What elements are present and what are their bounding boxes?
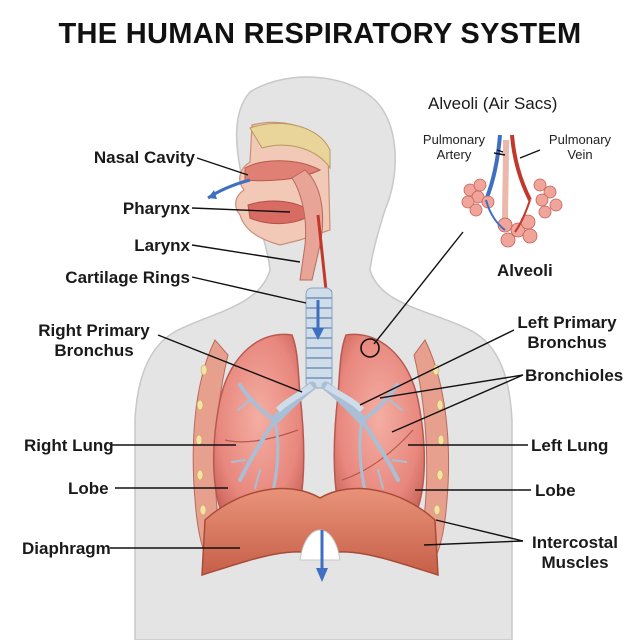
label-lobe-left-side: Lobe — [68, 479, 109, 498]
label-left-primary-bronchus-line1: Left Primary — [517, 313, 617, 332]
label-left-primary-bronchus: Left Primary Bronchus — [512, 313, 622, 353]
label-right-primary-bronchus-line2: Bronchus — [54, 341, 134, 360]
leader-lines — [110, 149, 541, 549]
label-right-primary-bronchus: Right Primary Bronchus — [24, 321, 164, 361]
bronchi-right-trunk — [275, 383, 314, 413]
label-nasal-cavity: Nasal Cavity — [93, 148, 195, 167]
label-right-primary-bronchus-line1: Right Primary — [38, 321, 150, 340]
airflow-red-arrow — [316, 214, 328, 291]
label-pulmonary-artery: Pulmonary Artery — [414, 132, 494, 162]
label-larynx: Larynx — [134, 236, 190, 255]
label-alveoli: Alveoli — [497, 261, 553, 280]
diaphragm-arrowhead — [316, 568, 328, 582]
magnify-circle — [360, 338, 380, 358]
page-title: THE HUMAN RESPIRATORY SYSTEM — [58, 18, 582, 50]
right-lobe-fissure — [224, 429, 299, 443]
label-pulmonary-artery-line2: Artery — [436, 147, 472, 162]
pharynx-tube — [291, 169, 324, 281]
label-intercostal-line2: Muscles — [541, 553, 609, 572]
label-pulmonary-vein-line2: Vein — [567, 147, 593, 162]
label-cartilage-rings: Cartilage Rings — [65, 268, 190, 287]
label-intercostal-line1: Intercostal — [532, 533, 618, 552]
label-pulmonary-vein: Pulmonary Vein — [540, 132, 620, 162]
alveoli-inset — [461, 134, 563, 248]
label-pharynx: Pharynx — [122, 199, 190, 218]
label-pulmonary-artery-line1: Pulmonary — [422, 132, 486, 147]
label-left-primary-bronchus-line2: Bronchus — [527, 333, 607, 352]
airflow-arrowhead — [208, 190, 217, 199]
label-intercostal-muscles: Intercostal Muscles — [520, 533, 630, 573]
bronchi-left-trunk — [324, 383, 365, 413]
label-right-lung: Right Lung — [24, 436, 114, 455]
label-bronchioles: Bronchioles — [525, 366, 624, 385]
trachea-arrowhead — [312, 328, 324, 340]
label-left-lung: Left Lung — [531, 436, 609, 455]
left-lobe-fissure — [341, 429, 414, 481]
label-diaphragm: Diaphragm — [22, 539, 111, 558]
inset-title: Alveoli (Air Sacs) — [428, 94, 558, 113]
skull-bone — [249, 122, 331, 170]
label-lobe-right-side: Lobe — [535, 481, 576, 500]
label-pulmonary-vein-line1: Pulmonary — [548, 132, 612, 147]
